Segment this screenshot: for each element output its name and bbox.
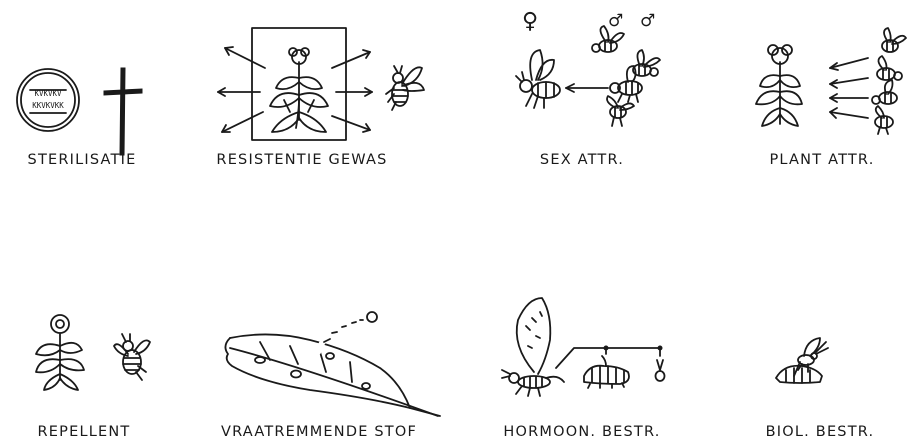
bee-icon [607,96,634,126]
bee-icon [610,66,642,102]
egg-icon [480,290,700,446]
label-resistentie-gewas: RESISTENTIE GEWAS [216,152,387,168]
label-sex-attr: SEX ATTR. [540,152,624,168]
label-biol-bestr: BIOL. BESTR. [766,424,875,440]
panel-biol-bestr [740,290,914,446]
panel-sex-attr: ♀ ♂ ♂ [480,0,700,200]
bee-icon [633,50,660,76]
panel-resistentie-gewas [200,0,440,200]
male-symbol-icon: ♂ [608,11,623,31]
wasp-icon [740,290,914,446]
label-repellent: REPELLENT [38,424,131,440]
female-symbol-icon: ♀ [522,9,538,34]
panel-sterilisatie: KVKVKV KKVKVKK [0,0,200,200]
male-symbol-icon: ♂ [640,11,655,31]
label-plant-attr: PLANT ATTR. [769,152,874,168]
panel-repellent [0,290,200,446]
bee-icon [0,290,200,446]
label-sterilisatie: STERILISATIE [28,152,137,168]
panel-hormoon-bestr [480,290,700,446]
bee-icon [740,0,914,200]
panel-vraatremmende-stof [200,290,460,446]
caterpillar-icon [200,290,460,446]
bee-icon [516,50,560,108]
label-vraatremmende-stof: VRAATREMMENDE STOF [221,424,417,440]
label-hormoon-bestr: HORMOON. BESTR. [503,424,660,440]
bee-group-icon: ♀ ♂ ♂ [480,0,700,200]
cross-icon [0,0,200,200]
bee-icon [200,0,440,200]
panel-plant-attr [740,0,914,200]
